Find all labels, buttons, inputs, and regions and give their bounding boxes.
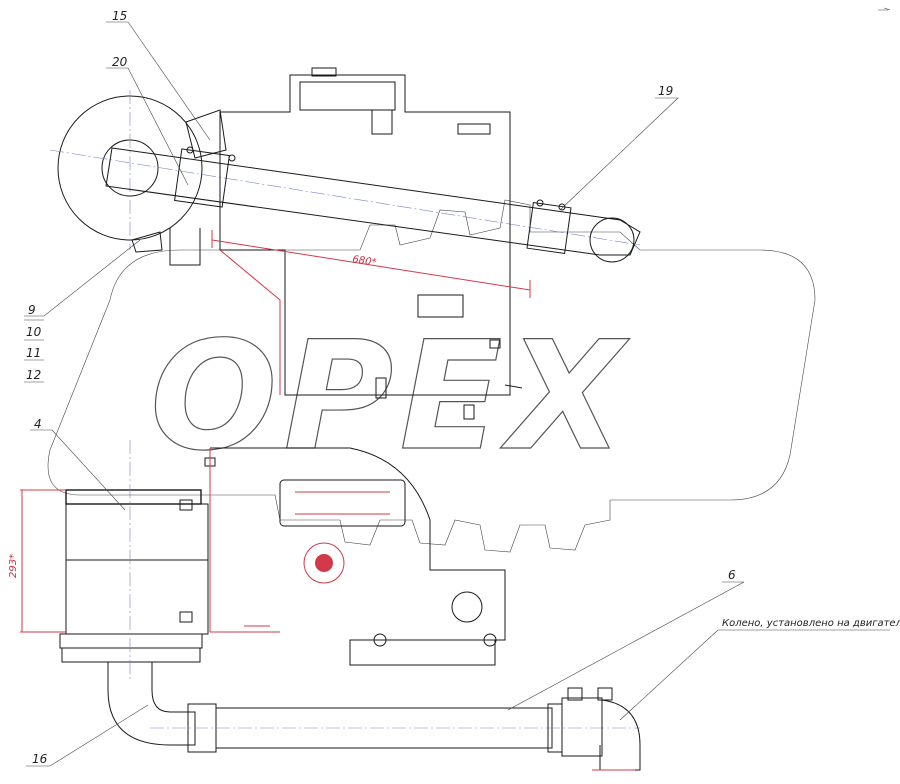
lower-bolt-1	[373, 633, 387, 647]
lower-housing-outline	[210, 447, 506, 666]
housing-top-panel	[299, 81, 396, 111]
filter-bottom-flange	[59, 633, 203, 649]
outlet-nipple-1	[567, 687, 583, 701]
clamp-bolt-4	[558, 203, 566, 211]
housing-red-edge	[219, 249, 281, 395]
bracket-15	[185, 109, 227, 159]
drum-outlet	[169, 228, 201, 266]
lower-filter	[20, 440, 209, 680]
callout-6: 6	[728, 568, 736, 582]
clamp-bolt-2	[228, 154, 236, 162]
side-box	[417, 294, 464, 318]
right-bolt	[504, 384, 523, 389]
callout-15: 15	[112, 9, 127, 23]
top-slot	[457, 123, 491, 135]
lower-port	[451, 591, 483, 623]
callout-9: 9	[28, 303, 36, 317]
hose-sleeve-20	[174, 148, 230, 208]
filter-body	[65, 503, 209, 635]
leader-19	[559, 97, 679, 211]
callout-19: 19	[658, 84, 673, 98]
length-dimension-line	[211, 239, 531, 291]
watermark-gear-outline	[47, 199, 816, 553]
lower-cartridge	[279, 479, 406, 527]
top-fitting	[371, 109, 393, 135]
housing-cap	[311, 67, 337, 77]
leader-15	[106, 21, 211, 141]
dimension-length-text: 680*	[352, 254, 378, 269]
filter-top-flange	[65, 489, 202, 505]
outlet-sleeve	[561, 697, 603, 757]
bottom-bolt	[375, 377, 387, 399]
leader-4	[30, 429, 126, 511]
upper-drum	[49, 90, 641, 266]
callout-16: 16	[32, 752, 48, 766]
clamp-bolt-3	[536, 199, 544, 207]
intake-centerline	[49, 149, 641, 246]
lower-housing	[204, 447, 506, 666]
leader-elbow-note	[619, 629, 890, 721]
filter-clip-2	[179, 611, 193, 623]
leader-9	[24, 239, 141, 317]
lower-bolt-2	[483, 633, 497, 647]
clamp-bracket-lower	[131, 231, 163, 253]
callout-20: 20	[112, 55, 128, 69]
watermark: OPEX	[47, 199, 816, 553]
dimension-height-text: 293*	[8, 554, 19, 578]
leader-16	[26, 704, 149, 767]
filter-bottom-ring	[61, 647, 201, 663]
leader-20	[106, 67, 189, 186]
callout-12: 12	[26, 368, 41, 382]
leaders	[24, 21, 890, 767]
housing-outline	[219, 74, 511, 396]
note-elbow-text: Колено, установлено на двигателе	[722, 618, 900, 629]
outlet-pipe	[107, 662, 641, 771]
leader-6	[507, 581, 745, 711]
drain-valve-outer	[303, 542, 345, 584]
upper-housing	[211, 67, 531, 420]
side-nut	[489, 339, 501, 349]
drain-valve-core	[315, 554, 333, 572]
intake-pipe	[105, 109, 641, 263]
bottom-stud	[463, 404, 475, 420]
outlet-elbow	[107, 662, 196, 746]
engine-elbow	[599, 699, 641, 771]
callout-11: 11	[26, 346, 41, 360]
corner-mark	[878, 7, 891, 11]
callout-4: 4	[34, 417, 42, 431]
pipe-end-elbow	[589, 217, 635, 263]
filter-clip-1	[179, 499, 193, 511]
watermark-logo-text: OPEX	[150, 310, 630, 484]
callout-10: 10	[26, 325, 42, 339]
pipe-body	[105, 147, 641, 256]
hose-sleeve-19	[526, 202, 572, 254]
